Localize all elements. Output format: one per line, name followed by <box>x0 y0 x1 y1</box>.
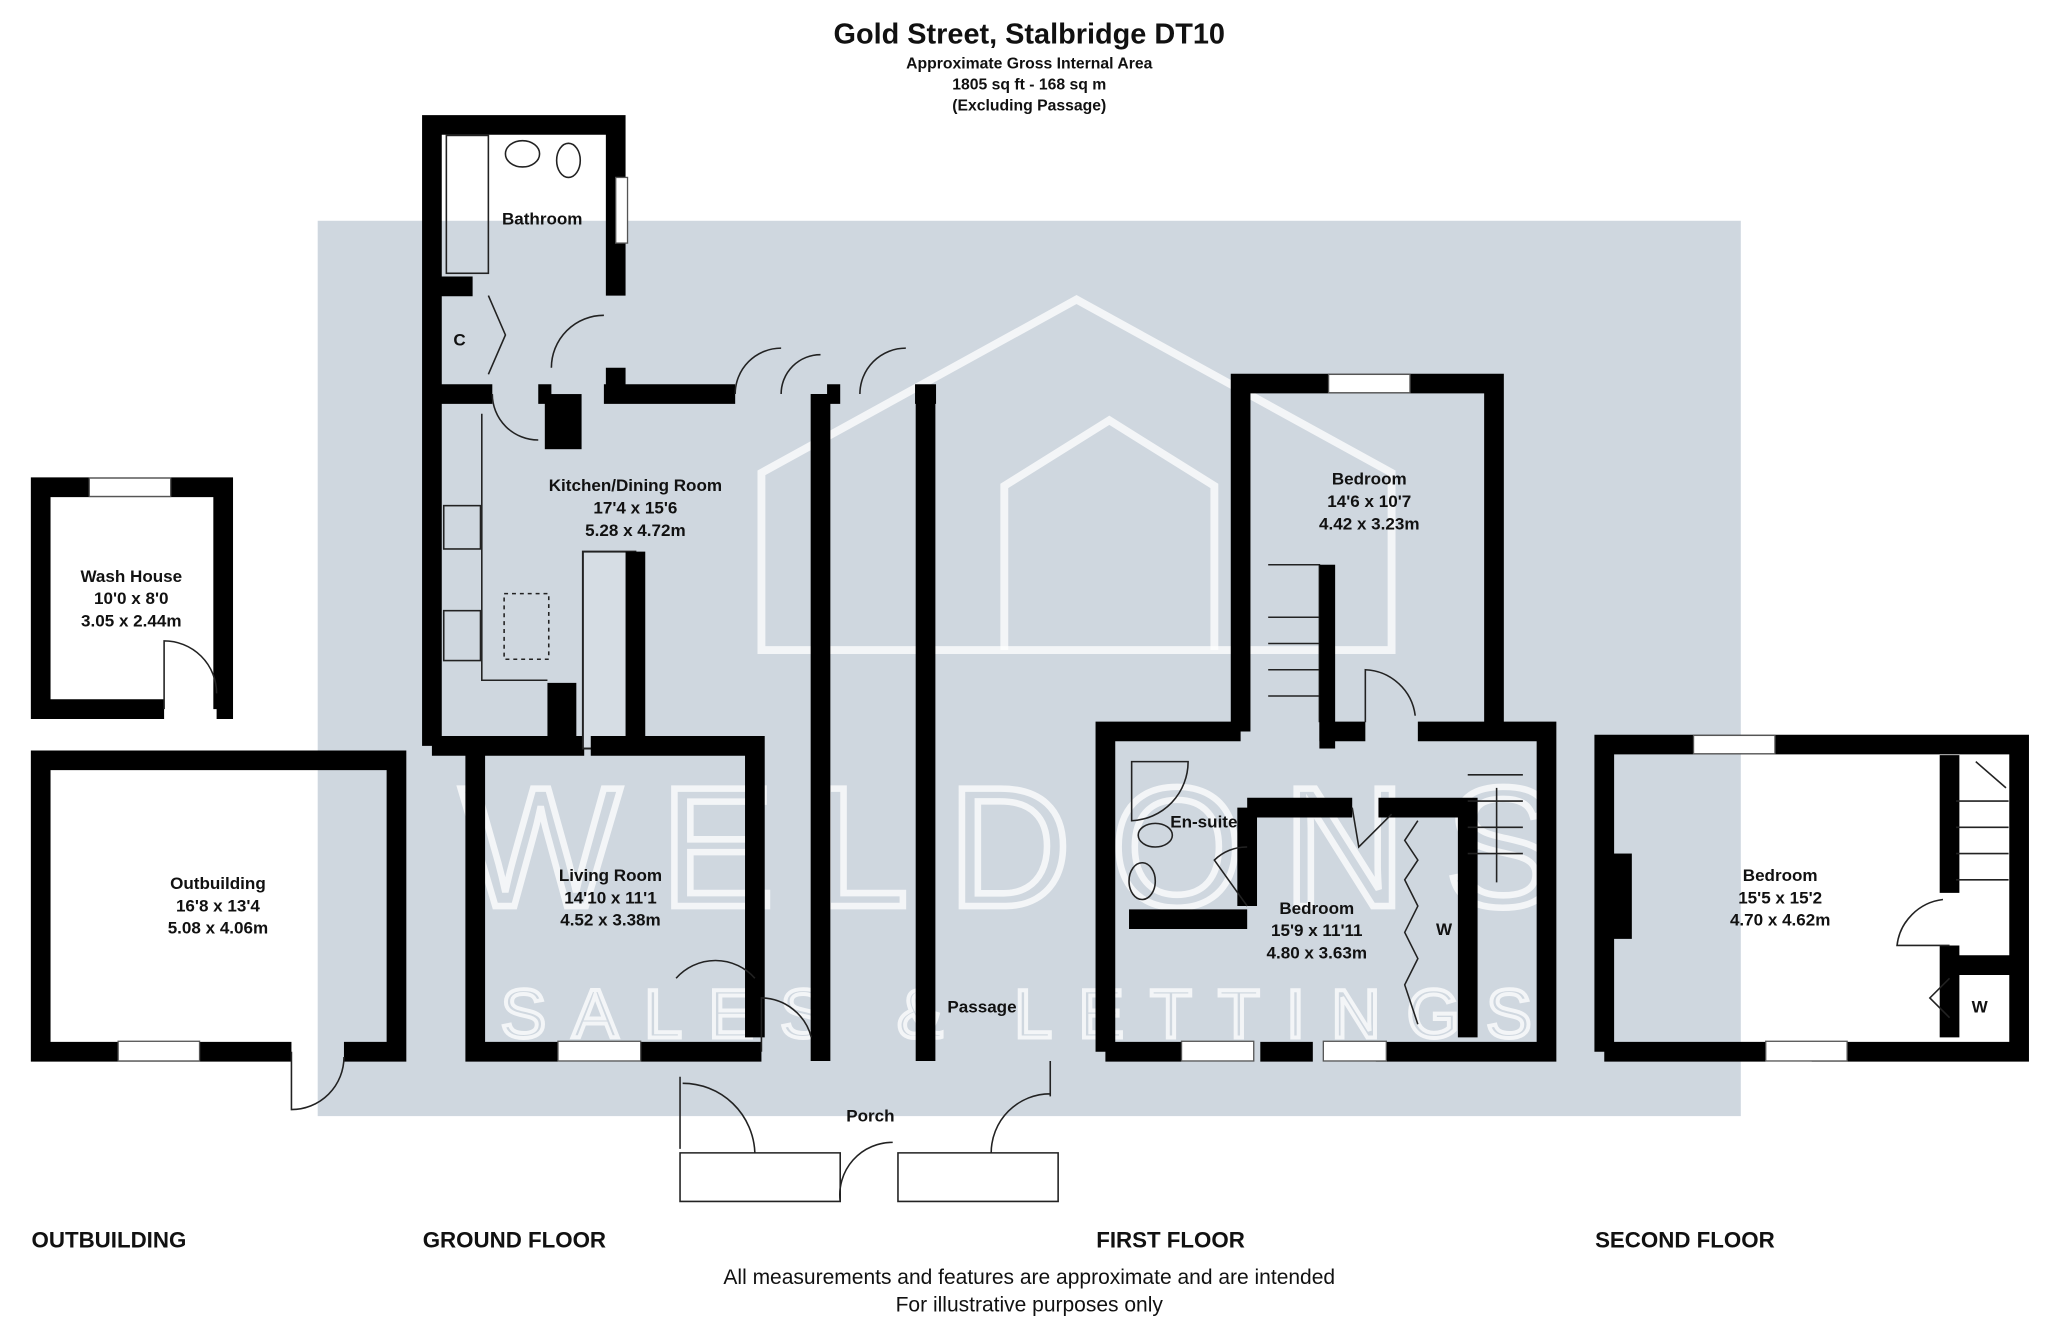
bedroom2-name: Bedroom <box>1279 899 1354 918</box>
living-metric: 4.52 x 3.38m <box>560 911 660 930</box>
outbuilding-name: Outbuilding <box>170 874 266 893</box>
label-ground-floor: GROUND FLOOR <box>423 1227 606 1252</box>
outbuilding: Outbuilding 16'8 x 13'4 5.08 x 4.06m <box>30 750 407 1111</box>
bedroom3-metric: 4.70 x 4.62m <box>1730 911 1830 930</box>
kitchen-name: Kitchen/Dining Room <box>549 476 722 495</box>
plan-area: 1805 sq ft - 168 sq m <box>952 76 1106 93</box>
wardrobe2-label: W <box>1972 997 1989 1016</box>
plan-title: Gold Street, Stalbridge DT10 <box>834 19 1226 51</box>
first-floor: Bedroom 14'6 x 10'7 4.42 x 3.23m En-suit… <box>1095 373 1557 1062</box>
wash-house-metric: 3.05 x 2.44m <box>81 611 181 630</box>
label-first-floor: FIRST FLOOR <box>1096 1227 1245 1252</box>
ground-floor: Bathroom C Kitchen/Dining Room 17'4 x 15… <box>422 115 1059 1203</box>
disclaimer-line1: All measurements and features are approx… <box>723 1266 1335 1289</box>
watermark: WELDONS SALES & LETTINGS <box>317 220 1741 1117</box>
porch-name: Porch <box>846 1106 894 1125</box>
outbuilding-metric: 5.08 x 4.06m <box>168 919 268 938</box>
living-imperial: 14'10 x 11'1 <box>564 888 656 907</box>
passage-name: Passage <box>947 997 1016 1016</box>
bedroom3-name: Bedroom <box>1743 866 1818 885</box>
bedroom1-imperial: 14'6 x 10'7 <box>1327 492 1411 511</box>
second-floor: Bedroom 15'5 x 15'2 4.70 x 4.62m W <box>1594 734 2029 1062</box>
plan-subtitle: Approximate Gross Internal Area <box>906 55 1152 72</box>
bedroom2-metric: 4.80 x 3.63m <box>1267 944 1367 963</box>
outbuilding-imperial: 16'8 x 13'4 <box>176 896 260 915</box>
watermark-tagline: SALES & LETTINGS <box>501 976 1558 1052</box>
wash-house: Wash House 10'0 x 8'0 3.05 x 2.44m <box>30 477 234 719</box>
watermark-brand: WELDONS <box>460 753 1599 943</box>
wardrobe1-label: W <box>1436 920 1453 939</box>
wash-house-name: Wash House <box>80 567 182 586</box>
label-outbuilding: OUTBUILDING <box>32 1227 187 1252</box>
bathroom-name: Bathroom <box>502 210 583 229</box>
disclaimer-line2: For illustrative purposes only <box>896 1294 1164 1317</box>
bedroom3-imperial: 15'5 x 15'2 <box>1738 888 1822 907</box>
ensuite-name: En-suite <box>1170 812 1237 831</box>
wash-house-imperial: 10'0 x 8'0 <box>94 589 168 608</box>
bedroom1-name: Bedroom <box>1332 470 1407 489</box>
kitchen-imperial: 17'4 x 15'6 <box>593 499 677 518</box>
living-name: Living Room <box>559 866 662 885</box>
cupboard-name: C <box>453 330 465 349</box>
plan-note: (Excluding Passage) <box>952 97 1106 114</box>
label-second-floor: SECOND FLOOR <box>1595 1227 1775 1252</box>
bedroom1-metric: 4.42 x 3.23m <box>1319 514 1419 533</box>
bedroom2-imperial: 15'9 x 11'11 <box>1271 921 1363 940</box>
kitchen-metric: 5.28 x 4.72m <box>585 521 685 540</box>
